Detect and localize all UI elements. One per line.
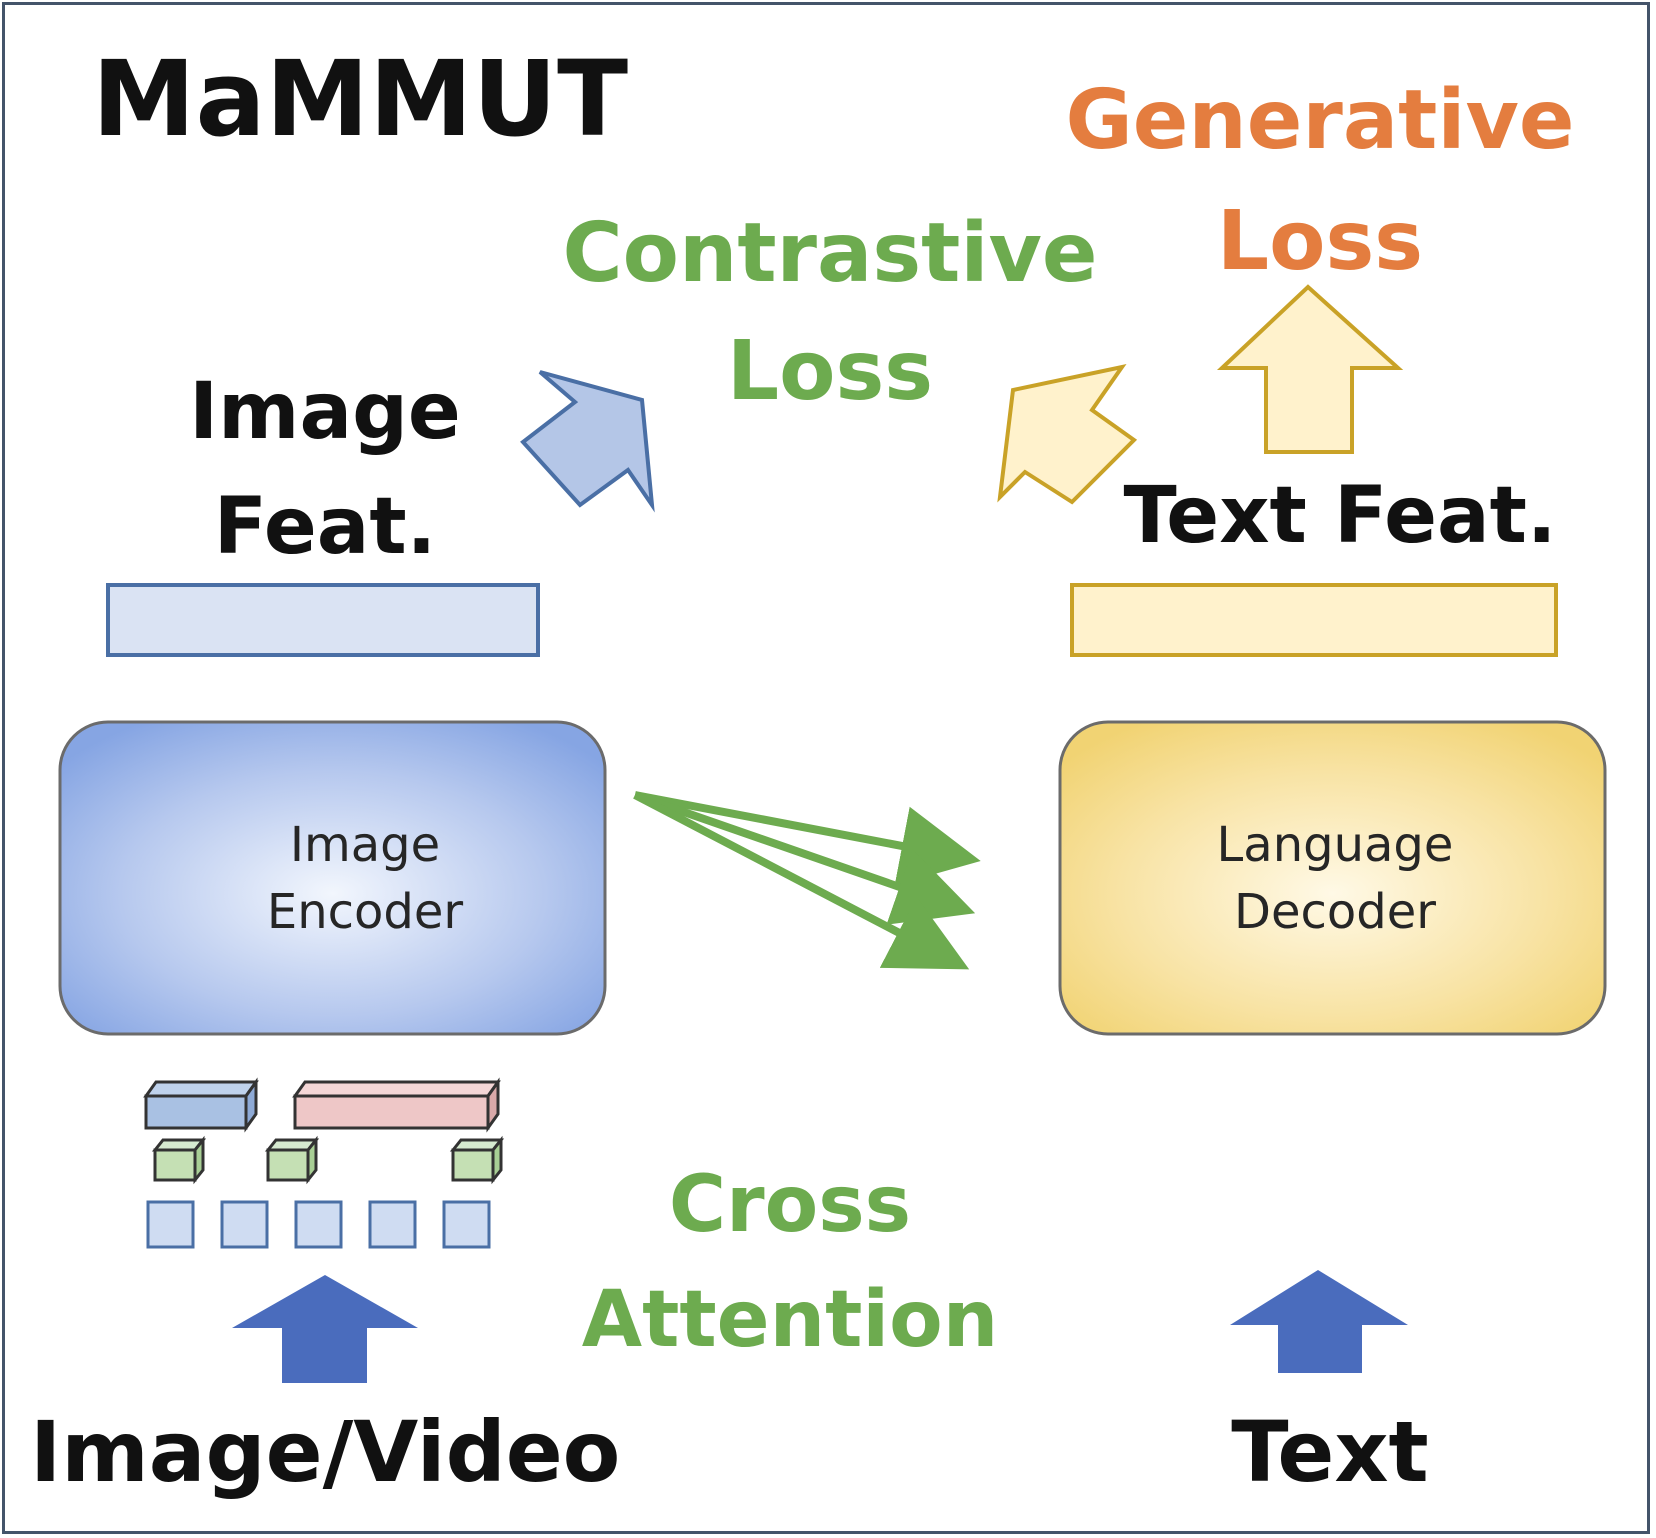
green-token-cube: [264, 1135, 320, 1185]
image-encoder-line2: Encoder: [266, 884, 464, 941]
language-decoder-box: [1058, 720, 1607, 1036]
image-encoder-box: [58, 720, 607, 1036]
image-feature-bar: [106, 583, 540, 657]
image-token-block: [143, 1077, 259, 1133]
image-feature-line1: Image: [189, 367, 461, 457]
image-input-arrow-icon: [232, 1275, 418, 1383]
image-patch: [220, 1200, 269, 1249]
cross-attention-label: Cross Attention: [560, 1148, 1020, 1379]
cross-attention-line2: Attention: [581, 1275, 999, 1366]
generative-loss-line2: Loss: [1216, 194, 1424, 290]
image-feature-label: Image Feat.: [180, 355, 470, 586]
text-to-contrastive-arrow-icon: [997, 363, 1138, 505]
image-encoder-label: Image Encoder: [200, 812, 530, 946]
contrastive-loss-label: Contrastive Loss: [540, 195, 1120, 431]
image-video-input-label: Image/Video: [30, 1403, 621, 1501]
language-decoder-line2: Decoder: [1234, 884, 1436, 941]
generative-loss-line1: Generative: [1065, 73, 1575, 168]
image-patch: [146, 1200, 195, 1249]
green-token-cube: [151, 1135, 207, 1185]
green-token-cube: [449, 1135, 505, 1185]
contrastive-loss-line1: Contrastive: [562, 206, 1098, 301]
text-to-generative-arrow-icon: [1216, 284, 1404, 454]
text-input-arrow-icon: [1230, 1270, 1408, 1373]
language-decoder-label: Language Decoder: [1170, 812, 1500, 946]
image-patch: [294, 1200, 343, 1249]
text-input-label: Text: [1231, 1403, 1429, 1501]
cross-attention-arrows: [633, 791, 981, 970]
token-stack: [143, 1077, 505, 1249]
language-decoder-line1: Language: [1216, 817, 1454, 873]
image-to-contrastive-arrow-icon: [520, 370, 655, 513]
diagram-title: MaMMUT: [92, 38, 629, 160]
cross-attention-line1: Cross: [668, 1160, 912, 1250]
text-feature-label: Text Feat.: [1123, 471, 1557, 561]
image-encoder-line1: Image: [289, 817, 441, 873]
text-feature-bar: [1070, 583, 1558, 657]
image-feature-line2: Feat.: [213, 482, 437, 573]
image-patch: [368, 1200, 417, 1249]
generative-loss-label: Generative Loss: [1040, 60, 1600, 303]
contrastive-loss-line2: Loss: [726, 324, 934, 420]
image-patch: [442, 1200, 491, 1249]
text-token-block: [292, 1077, 501, 1133]
